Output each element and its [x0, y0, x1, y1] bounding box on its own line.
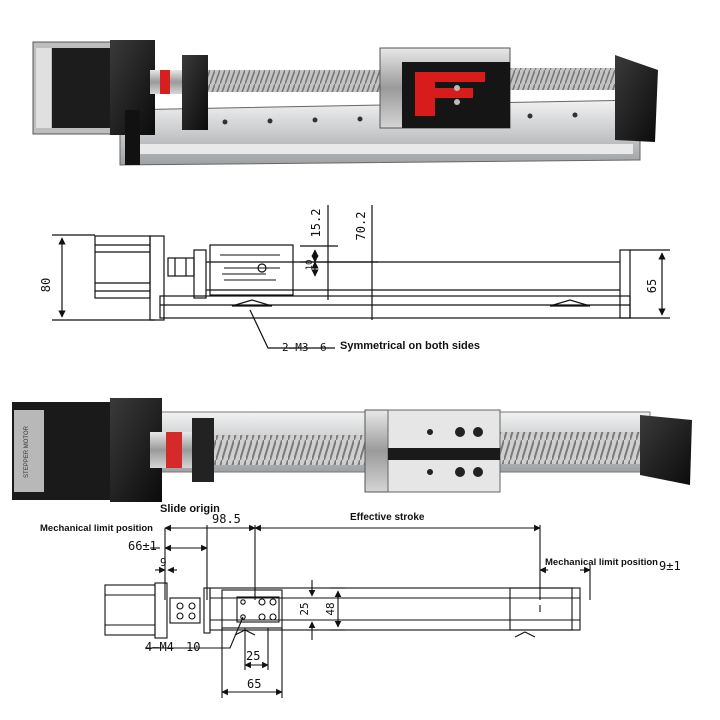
- dim-65: 65: [247, 677, 261, 691]
- dim-9-right: 9±1: [659, 559, 681, 573]
- motor-label: STEPPER MOTOR: [24, 425, 30, 478]
- dim-70-2: 70.2: [354, 212, 368, 241]
- screw-note-m3: 2—M3: [282, 341, 309, 354]
- dim-9-left: 9: [160, 556, 167, 569]
- screw-note-m4: 4—M4: [145, 640, 174, 654]
- dim-98-5: 98.5: [212, 512, 241, 526]
- symmetric-note: Symmetrical on both sides: [340, 340, 480, 352]
- slide-origin-label: Slide origin: [160, 503, 220, 515]
- dim-25-horizontal: 25: [246, 649, 260, 663]
- drawing-side-view: [52, 205, 670, 349]
- dim-15-2: 15.2: [309, 209, 323, 238]
- mech-limit-right-label: Mechanical limit position: [545, 557, 658, 568]
- dim-66: 66±1: [128, 539, 157, 553]
- photo-module-top: [32, 40, 658, 166]
- effective-stroke-label: Effective stroke: [350, 512, 425, 523]
- dim-48: 48: [324, 602, 337, 615]
- dim-25-vertical: 25: [298, 602, 311, 615]
- photo-module-bottom: STEPPER MOTOR: [12, 398, 692, 502]
- dim-height-65: 65: [645, 279, 659, 293]
- dim-height-80: 80: [39, 278, 53, 292]
- mech-limit-left-label: Mechanical limit position: [40, 523, 153, 534]
- dim-10: 10: [305, 260, 315, 271]
- screw-depth-10: 10: [186, 640, 200, 654]
- screw-depth-6: 6: [320, 341, 327, 354]
- drawing-top-view: [104, 524, 591, 698]
